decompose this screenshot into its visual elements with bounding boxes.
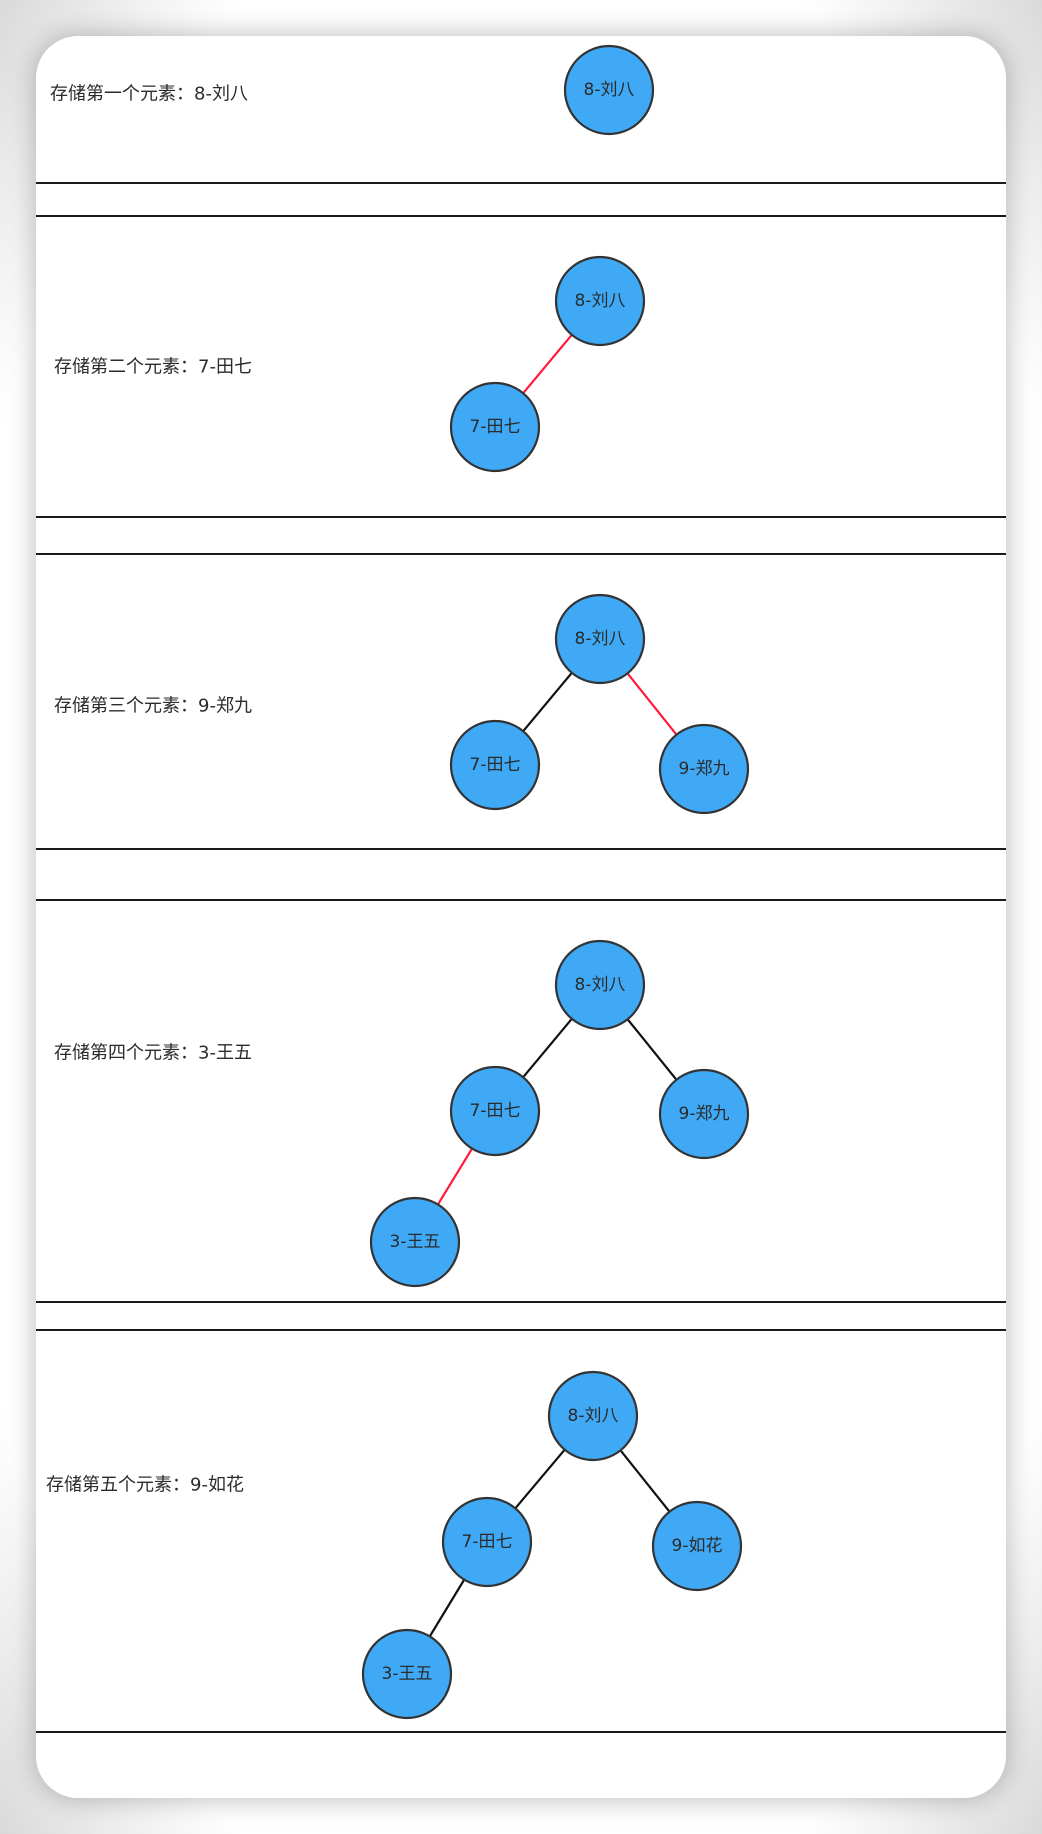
tree-node: 3-王五: [361, 1628, 453, 1720]
tree-edge: [428, 1579, 466, 1637]
node-label: 7-田七: [462, 1532, 513, 1552]
node-label: 8-刘八: [575, 629, 626, 649]
tree-node: 9-郑九: [658, 1068, 750, 1160]
tree-node: 9-如花: [651, 1500, 743, 1592]
tree-node: 8-刘八: [554, 593, 646, 685]
tree-node: 7-田七: [441, 1496, 533, 1588]
tree-edge: [626, 1018, 678, 1081]
step-label: 存储第一个元素：8-刘八: [50, 84, 248, 105]
step-panel-1: 存储第一个元素：8-刘八 8-刘八: [36, 44, 1006, 184]
node-circle: [361, 1628, 453, 1720]
tree-edge-new: [626, 672, 678, 736]
node-label: 3-王五: [390, 1232, 441, 1252]
node-label: 7-田七: [470, 417, 521, 437]
tree-node: 7-田七: [449, 719, 541, 811]
tree-edge: [619, 1449, 671, 1513]
tree-node: 8-刘八: [563, 44, 655, 136]
tree-node: 7-田七: [449, 381, 541, 473]
node-circle: [651, 1500, 743, 1592]
tree-edge-new: [522, 334, 573, 394]
tree-node: 8-刘八: [554, 255, 646, 347]
tree-edge: [514, 1448, 566, 1510]
node-label: 8-刘八: [568, 1406, 619, 1426]
node-label: 7-田七: [470, 1101, 521, 1121]
tree-edge: [522, 672, 573, 732]
step-label: 存储第五个元素：9-如花: [46, 1475, 244, 1496]
step-panel-5: 存储第五个元素：9-如花 8-刘八 7-田七 9-如花 3-王五: [36, 1329, 1006, 1733]
node-circle: [449, 719, 541, 811]
tree-edge: [522, 1018, 573, 1078]
tree-edge-new: [436, 1147, 474, 1206]
step-label: 存储第三个元素：9-郑九: [54, 696, 252, 717]
tree-node: 8-刘八: [554, 939, 646, 1031]
step-panel-3: 存储第三个元素：9-郑九 8-刘八 7-田七 9-郑九: [36, 553, 1006, 850]
step-label: 存储第二个元素：7-田七: [54, 357, 252, 378]
node-circle: [554, 939, 646, 1031]
node-label: 9-如花: [672, 1536, 723, 1556]
node-label: 3-王五: [382, 1664, 433, 1684]
tree-node: 3-王五: [369, 1196, 461, 1288]
node-circle: [658, 1068, 750, 1160]
step-panel-2: 存储第二个元素：7-田七 8-刘八 7-田七: [36, 215, 1006, 518]
node-circle: [449, 1065, 541, 1157]
node-circle: [547, 1370, 639, 1462]
tree-node: 9-郑九: [658, 723, 750, 815]
node-label: 9-郑九: [679, 759, 730, 779]
node-circle: [554, 255, 646, 347]
node-label: 8-刘八: [575, 291, 626, 311]
tree-node: 8-刘八: [547, 1370, 639, 1462]
node-circle: [441, 1496, 533, 1588]
node-circle: [563, 44, 655, 136]
step-label: 存储第四个元素：3-王五: [54, 1043, 252, 1064]
tree-node: 7-田七: [449, 1065, 541, 1157]
node-label: 9-郑九: [679, 1104, 730, 1124]
node-circle: [554, 593, 646, 685]
node-label: 7-田七: [470, 755, 521, 775]
step-panel-4: 存储第四个元素：3-王五 8-刘八 7-田七 9-郑九 3-王五: [36, 899, 1006, 1303]
node-label: 8-刘八: [575, 975, 626, 995]
node-circle: [658, 723, 750, 815]
node-circle: [369, 1196, 461, 1288]
node-circle: [449, 381, 541, 473]
node-label: 8-刘八: [584, 80, 635, 100]
